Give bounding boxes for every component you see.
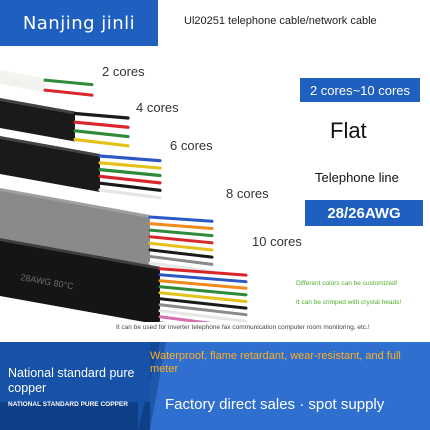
cable-4-core-6 xyxy=(148,248,214,259)
cable-jacket-highlight-4 xyxy=(0,187,150,218)
standard-title: National standard pure copper xyxy=(8,366,135,395)
core-label-10: 10 cores xyxy=(252,234,302,249)
cable-3-core-5 xyxy=(98,181,162,192)
cable-jacket-highlight-2 xyxy=(0,98,75,115)
gauge-text: 28/26AWG xyxy=(327,204,401,222)
cable-jacket-2 xyxy=(0,98,75,142)
cable-5-core-4 xyxy=(158,285,248,297)
cable-3-core-1 xyxy=(98,154,162,163)
cable-4-core-8 xyxy=(148,261,214,273)
cable-5-core-7 xyxy=(158,303,248,317)
properties-text: Waterproof, flame retardant, wear-resist… xyxy=(150,350,401,375)
supply-text: Factory direct sales · spot supply xyxy=(165,396,385,413)
bottom-banner: National standard pure copper NATIONAL S… xyxy=(0,342,430,430)
core-range-text: 2 cores~10 cores xyxy=(309,82,411,98)
product-title: Ul20251 telephone cable/network cable xyxy=(184,15,377,27)
standard-subtitle: NATIONAL STANDARD PURE COPPER xyxy=(8,401,128,408)
cable-5-core-3 xyxy=(158,279,248,290)
cable-4-core-1 xyxy=(148,215,214,223)
cable-5-core-8 xyxy=(158,309,248,323)
core-label-2: 2 cores xyxy=(102,64,145,79)
cable-jacket-5 xyxy=(0,237,160,325)
cable-5-core-5 xyxy=(158,291,248,303)
cable-jacket-1 xyxy=(0,70,45,93)
custom-colors-note: Different colors can be customized! xyxy=(296,280,398,287)
cable-4-core-3 xyxy=(148,228,214,238)
cable-5-core-6 xyxy=(158,297,248,310)
banner-divider-shadow xyxy=(150,342,166,430)
cable-2-core-1 xyxy=(73,111,130,120)
cable-5-core-1 xyxy=(158,267,248,277)
cable-3-core-6 xyxy=(98,188,162,200)
brand-logo-box: Nanjing jinli xyxy=(0,0,158,46)
banner-left-strip xyxy=(0,402,150,430)
crimp-note: It can be crimped with crystal heads! xyxy=(296,299,402,306)
core-range-badge: 2 cores~10 cores xyxy=(300,78,420,102)
core-label-8: 8 cores xyxy=(226,186,269,201)
cable-1-core-2 xyxy=(43,88,94,97)
cable-illustration: 28AWG 80°C 2 cores 4 cores 6 cores 8 cor… xyxy=(0,52,302,336)
cable-4-core-4 xyxy=(148,235,214,245)
usage-note: It can be used for inverter telephone fa… xyxy=(116,324,370,331)
core-label-6: 6 cores xyxy=(170,138,213,153)
cable-4-core-2 xyxy=(148,222,214,230)
cable-jacket-3 xyxy=(0,135,100,192)
core-label-4: 4 cores xyxy=(136,100,179,115)
cable-4-core-7 xyxy=(148,254,214,266)
cable-2-core-4 xyxy=(73,137,130,148)
cable-jacket-highlight-5 xyxy=(0,237,160,270)
cable-3-core-2 xyxy=(98,161,162,170)
cable-2-core-3 xyxy=(73,129,130,139)
type-label: Telephone line xyxy=(315,170,399,185)
cable-1-core-1 xyxy=(43,78,94,87)
brand-name: Nanjing jinli xyxy=(22,12,136,34)
cable-4-core-5 xyxy=(148,241,214,252)
shape-label: Flat xyxy=(330,118,367,143)
cable-jacket-4 xyxy=(0,187,150,265)
cable-2-core-2 xyxy=(73,120,130,129)
cable-jacket-highlight-3 xyxy=(0,135,100,157)
gauge-badge: 28/26AWG xyxy=(305,200,423,226)
cable-3-core-4 xyxy=(98,174,162,185)
cable-3-core-3 xyxy=(98,167,162,178)
cable-jacket-highlight-1 xyxy=(0,70,45,82)
cable-svg: 28AWG 80°C xyxy=(0,70,248,336)
cable-5-core-2 xyxy=(158,273,248,284)
